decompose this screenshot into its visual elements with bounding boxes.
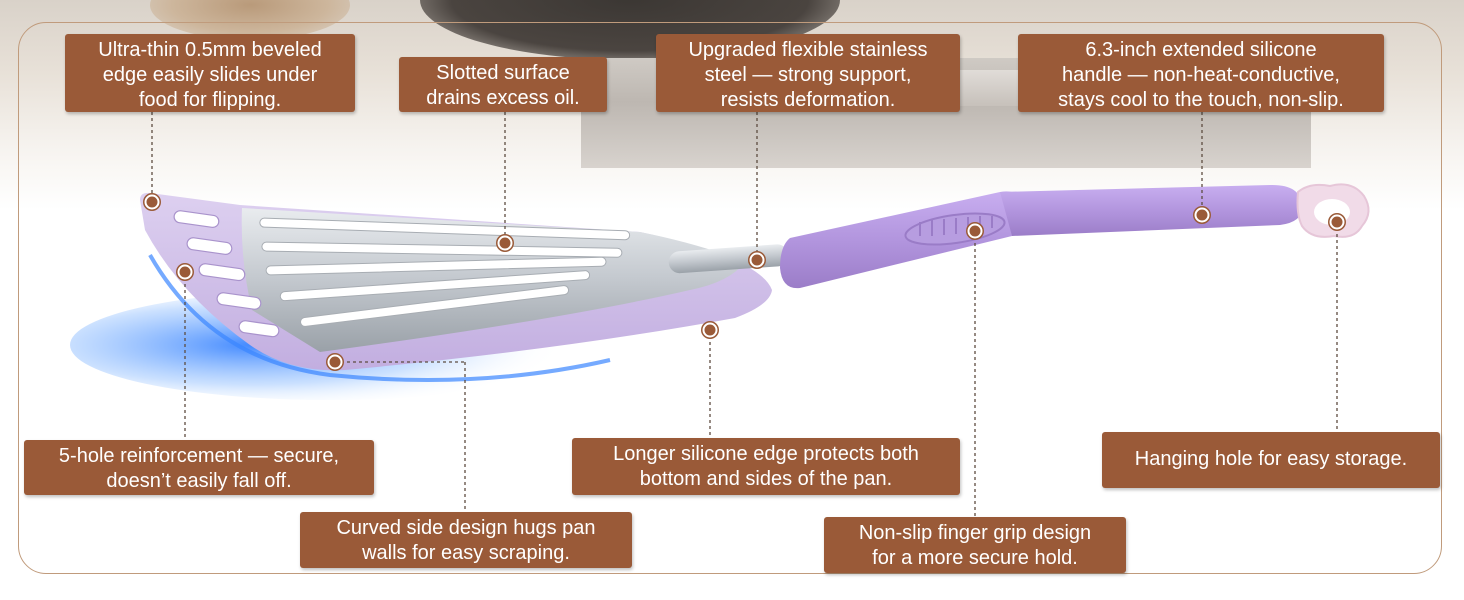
marker-silicone-edge [702, 322, 718, 338]
callout-five-hole: 5-hole reinforcement — secure, doesn’t e… [24, 440, 374, 495]
handle-extension [1000, 184, 1303, 236]
marker-stainless-steel [749, 252, 765, 268]
callout-finger-grip: Non-slip finger grip design for a more s… [824, 517, 1126, 573]
callout-slotted-surface: Slotted surface drains excess oil. [399, 57, 607, 112]
callout-curved-side: Curved side design hugs pan walls for ea… [300, 512, 632, 568]
marker-hanging-hole [1329, 214, 1345, 230]
marker-curved-side [327, 354, 343, 370]
marker-finger-grip [967, 223, 983, 239]
callout-hanging-hole: Hanging hole for easy storage. [1102, 432, 1440, 488]
content-frame [18, 22, 1442, 574]
marker-handle [1194, 207, 1210, 223]
slots [259, 217, 631, 327]
glow-edge [148, 254, 611, 382]
callout-beveled-edge: Ultra-thin 0.5mm beveled edge easily sli… [65, 34, 355, 112]
hanging-loop [1296, 183, 1370, 238]
marker-slotted-surface [497, 235, 513, 251]
marker-five-hole [177, 264, 193, 280]
leader-lines [151, 112, 1338, 517]
callout-silicone-edge: Longer silicone edge protects both botto… [572, 438, 960, 495]
callout-stainless-steel: Upgraded flexible stainless steel — stro… [656, 34, 960, 112]
marker-beveled-edge [144, 194, 160, 210]
callout-handle: 6.3-inch extended silicone handle — non-… [1018, 34, 1384, 112]
reinforcement-holes [173, 210, 280, 338]
handle-body [780, 191, 1031, 289]
